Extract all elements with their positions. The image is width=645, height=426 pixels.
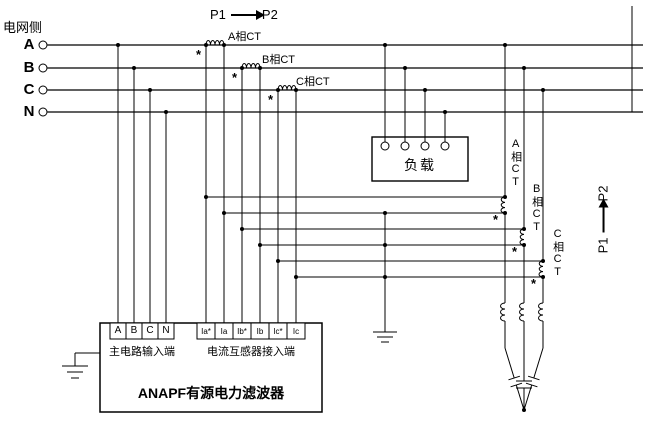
right-ct-coil-b	[519, 228, 525, 246]
terminal-label-b: B	[130, 325, 138, 336]
right-ct-coil-a	[500, 196, 506, 214]
inductor-c	[538, 302, 544, 322]
phase-label-a: A	[23, 36, 35, 53]
load-drop-wires	[384, 45, 446, 137]
bus-terminal-circles	[38, 40, 48, 117]
ct-secondary-horizontal-wires	[206, 196, 543, 278]
inductor-a	[500, 302, 506, 322]
terminal-label-c: C	[146, 325, 154, 336]
direction-p1-label: P1	[595, 237, 611, 254]
phase-label-b: B	[23, 59, 35, 76]
direction-p2-label: P2	[261, 7, 278, 22]
inductor-b	[519, 302, 525, 322]
top-ct-label-c: C相CT	[296, 76, 330, 88]
polarity-mark-right-c: *	[531, 276, 537, 291]
right-ct-coil-c	[538, 260, 544, 278]
enclosure-ground	[62, 352, 100, 379]
right-ct-label-c: C相CT	[551, 228, 564, 279]
grid-side-label: 电网侧	[3, 20, 43, 35]
terminal-label-n: N	[162, 325, 170, 336]
top-ct-coil-c	[277, 85, 297, 91]
main-input-drop-wires	[117, 45, 167, 323]
top-ct-symbols	[205, 40, 297, 91]
ct-terminal-label-ic-star: Ic*	[273, 327, 283, 336]
direction-arrow-icon	[230, 10, 265, 21]
ct-secondary-drop-wires	[205, 45, 297, 323]
right-ct-label-a: A相CT	[509, 138, 522, 189]
phase-label-c: C	[23, 81, 35, 98]
polarity-mark-top-a: *	[196, 47, 202, 62]
ct-terminal-label-ia: Ia	[220, 327, 228, 336]
inductor-symbols	[500, 302, 544, 322]
ct-terminal-label-ib: Ib	[256, 327, 264, 336]
capacitor-bank	[504, 347, 544, 411]
load-box	[371, 90, 469, 182]
ct-direction-right: P1 P2	[595, 174, 612, 264]
ct-terminal-label-ic: Ic	[292, 327, 300, 336]
top-ct-coil-a	[205, 40, 225, 46]
load-label: 负载	[404, 157, 436, 173]
apf-branch-wires	[504, 45, 544, 381]
junction-dots	[116, 43, 545, 412]
polarity-mark-right-b: *	[512, 244, 518, 259]
polarity-mark-top-b: *	[232, 70, 238, 85]
direction-p1-label: P1	[210, 7, 226, 22]
top-ct-label-b: B相CT	[262, 54, 295, 66]
ct-common-ground	[373, 213, 397, 343]
right-ct-symbols	[500, 196, 544, 278]
terminal-strips	[109, 322, 306, 340]
ct-input-terminals-label: 电流互感器接入端	[207, 346, 295, 358]
polarity-mark-right-a: *	[493, 212, 499, 227]
main-input-terminals-label: 主电路输入端	[109, 346, 175, 358]
direction-arrow-icon	[603, 206, 605, 233]
ct-terminal-label-ib-star: Ib*	[237, 327, 247, 336]
top-ct-coil-b	[241, 63, 261, 69]
ct-direction-top: P1 P2	[210, 7, 278, 23]
phase-label-n: N	[23, 103, 35, 120]
top-ct-label-a: A相CT	[228, 31, 261, 43]
ct-terminal-label-ia-star: Ia*	[201, 327, 211, 336]
bus-lines	[47, 44, 643, 113]
anapf-title: ANAPF有源电力滤波器	[137, 385, 285, 401]
terminal-label-a: A	[114, 325, 122, 336]
polarity-mark-top-c: *	[268, 92, 274, 107]
right-ct-label-b: B相CT	[530, 183, 543, 234]
